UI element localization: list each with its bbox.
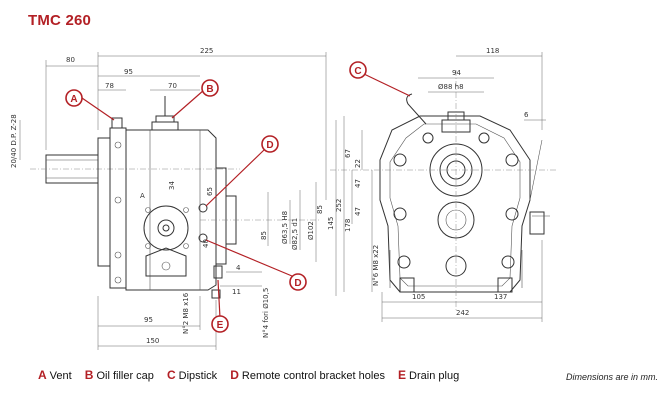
dim-94: 94	[452, 69, 461, 77]
dim-102: Ø102	[307, 221, 315, 240]
dim-85-left: 85	[260, 231, 268, 240]
dim-6: 6	[524, 111, 529, 119]
dim-105: 105	[412, 293, 425, 301]
dim-22: 22	[354, 159, 362, 168]
side-view	[19, 52, 337, 350]
dim-34: 34	[168, 181, 176, 190]
callout-b: B	[171, 79, 219, 119]
callout-c: C	[349, 61, 411, 97]
dim-88-h8: Ø88 h8	[438, 83, 464, 91]
svg-text:A: A	[70, 94, 77, 105]
dim-20-40-dp: 20/40 D.P. Z-28	[10, 114, 18, 168]
dim-78: 78	[105, 82, 114, 90]
dim-47-a: 47	[354, 179, 362, 188]
callout-d-upper: D	[205, 135, 279, 207]
dim-95-bottom: 95	[144, 316, 153, 324]
front-view	[330, 52, 556, 322]
dim-11: 11	[232, 288, 241, 296]
svg-text:B: B	[206, 84, 213, 95]
dim-85-right: 85	[316, 205, 324, 214]
dim-4: 4	[236, 264, 241, 272]
drawing-title: TMC 260	[28, 12, 92, 29]
callout-e: E	[211, 279, 229, 333]
dim-225: 225	[200, 47, 213, 55]
dim-150: 150	[146, 337, 159, 345]
front-view-dimensions: 118 94 Ø88 h8 6 67 22 47 47 252 178 85 N…	[316, 47, 529, 317]
dim-47-b: 47	[354, 207, 362, 216]
dim-137: 137	[494, 293, 507, 301]
dim-40: 40	[202, 239, 210, 248]
svg-text:E: E	[217, 320, 224, 331]
dim-178: 178	[344, 219, 352, 232]
dim-80: 80	[66, 56, 75, 64]
svg-text:D: D	[294, 278, 301, 289]
dim-65: 65	[206, 187, 214, 196]
technical-drawing: 80 95 78 70 225 20/40 D.P. Z-28 85 65 Ø6…	[10, 47, 556, 350]
units-note: Dimensions are in mm.	[565, 372, 658, 382]
callout-a: A	[65, 89, 115, 121]
dim-70: 70	[168, 82, 177, 90]
dim-252: 252	[335, 199, 343, 212]
dim-145: 145	[327, 217, 335, 230]
svg-text:D: D	[266, 140, 273, 151]
dim-95-top: 95	[124, 68, 133, 76]
dim-m8x22: N°6 M8 x22	[372, 245, 380, 286]
dim-63-5: Ø63,5 H8	[281, 211, 289, 244]
dim-67: 67	[344, 149, 352, 158]
dim-118: 118	[486, 47, 499, 55]
dim-holes-10-5: N°4 fori Ø10,5	[262, 288, 270, 338]
section-a-label: A	[140, 192, 145, 200]
dim-m8x16: N°2 M8 x16	[182, 292, 190, 334]
dim-242: 242	[456, 309, 469, 317]
side-view-dimensions: 80 95 78 70 225 20/40 D.P. Z-28 85 65 Ø6…	[10, 47, 335, 345]
dim-82-5: Ø82,5 d1	[291, 218, 299, 250]
svg-text:C: C	[354, 66, 361, 77]
callout-d-lower: D	[205, 239, 307, 291]
